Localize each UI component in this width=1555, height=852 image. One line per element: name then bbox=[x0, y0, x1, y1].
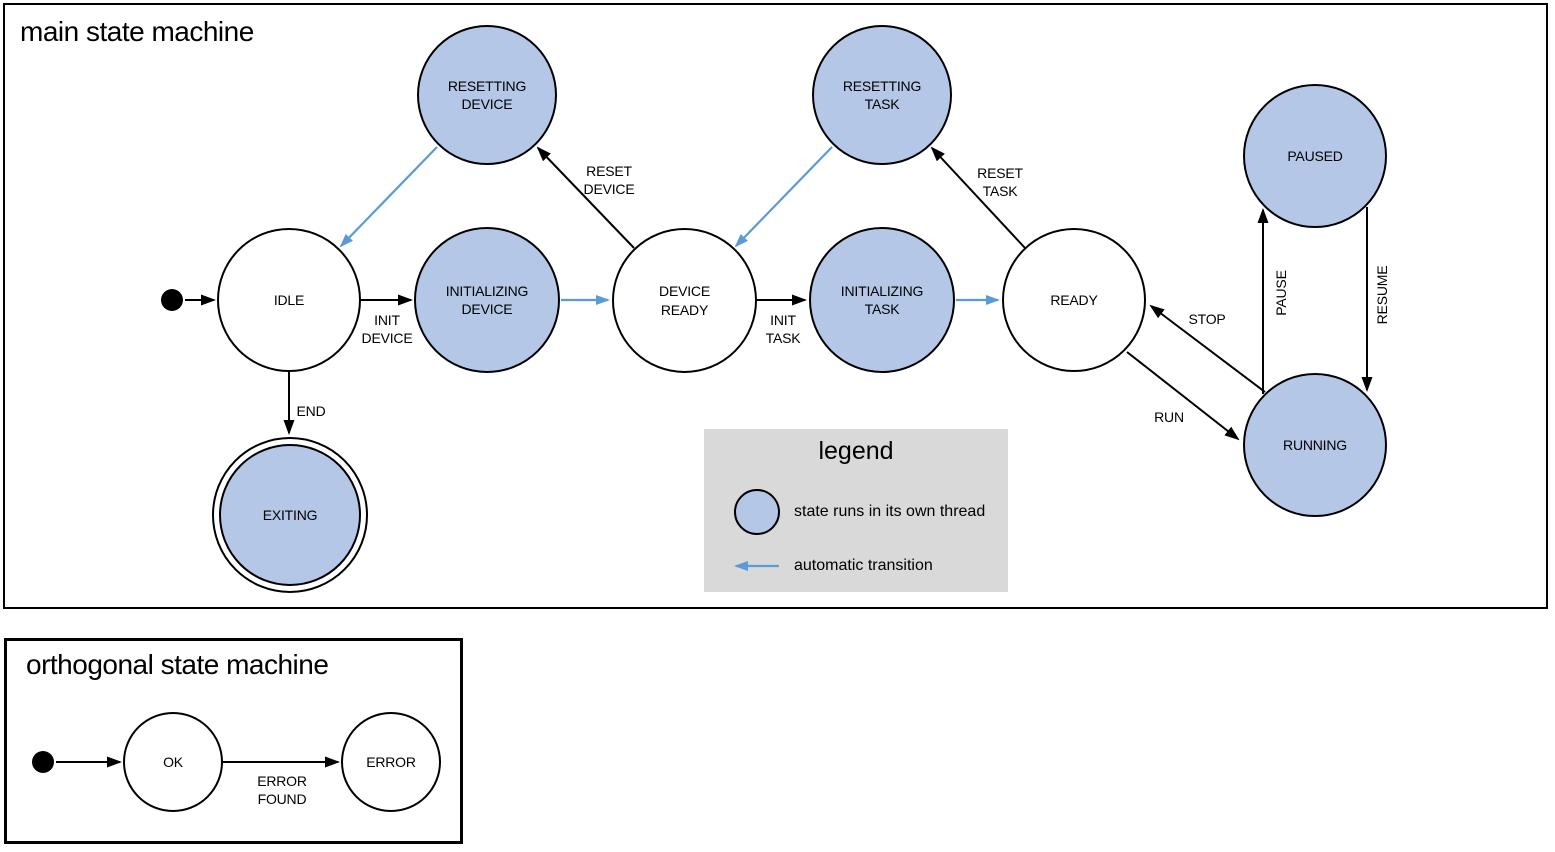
transition-label-resume: RESUME bbox=[1373, 265, 1390, 325]
transition-label-error-found: ERROR FOUND bbox=[257, 772, 307, 807]
transition-label-pause: PAUSE bbox=[1272, 270, 1289, 316]
transition-label-stop: STOP bbox=[1188, 310, 1226, 327]
state-ok-label: OK bbox=[163, 753, 183, 770]
state-ready: READY bbox=[1002, 228, 1146, 372]
state-resetting-task-label: RESETTING TASK bbox=[842, 77, 922, 112]
state-resetting-device: RESETTING DEVICE bbox=[417, 25, 557, 165]
state-initializing-task-label: INITIALIZING TASK bbox=[840, 282, 924, 317]
state-idle-label: IDLE bbox=[273, 291, 305, 308]
transition-label-run: RUN bbox=[1154, 408, 1184, 425]
state-running: RUNNING bbox=[1243, 373, 1387, 517]
state-exiting-label: EXITING bbox=[262, 507, 318, 523]
state-paused: PAUSED bbox=[1243, 84, 1387, 228]
threaded-state-swatch-icon bbox=[734, 489, 780, 535]
state-initializing-device-label: INITIALIZING DEVICE bbox=[445, 282, 529, 317]
state-device-ready: DEVICE READY bbox=[612, 228, 757, 373]
transition-label-init-device: INIT DEVICE bbox=[361, 311, 413, 346]
main-state-machine-title: main state machine bbox=[20, 16, 254, 47]
state-paused-label: PAUSED bbox=[1287, 147, 1343, 164]
state-error-label: ERROR bbox=[366, 753, 416, 770]
state-idle: IDLE bbox=[217, 228, 361, 372]
transition-label-reset-device: RESET DEVICE bbox=[583, 162, 635, 197]
legend-item-automatic-transition: automatic transition bbox=[794, 557, 933, 574]
state-device-ready-label: DEVICE READY bbox=[659, 283, 710, 318]
legend-item-threaded-state: state runs in its own thread bbox=[794, 503, 986, 520]
state-error: ERROR bbox=[341, 712, 441, 812]
state-ok: OK bbox=[123, 712, 223, 812]
state-resetting-task: RESETTING TASK bbox=[812, 25, 952, 165]
legend-box: legend state runs in its own thread auto… bbox=[704, 429, 1008, 592]
transition-label-reset-task: RESET TASK bbox=[977, 164, 1023, 199]
transition-label-init-task: INIT TASK bbox=[765, 311, 801, 346]
state-running-label: RUNNING bbox=[1283, 436, 1347, 453]
state-exiting-final: EXITING bbox=[212, 437, 368, 593]
initial-state-dot-main bbox=[161, 289, 183, 311]
initial-state-dot-orthogonal bbox=[32, 751, 54, 773]
state-resetting-device-label: RESETTING DEVICE bbox=[447, 77, 527, 112]
transition-label-end: END bbox=[296, 402, 326, 419]
state-initializing-task: INITIALIZING TASK bbox=[809, 227, 955, 373]
state-initializing-device: INITIALIZING DEVICE bbox=[414, 227, 560, 373]
orthogonal-state-machine-title: orthogonal state machine bbox=[26, 649, 329, 680]
state-exiting-inner-circle: EXITING bbox=[219, 444, 361, 586]
state-ready-label: READY bbox=[1050, 291, 1098, 308]
legend-title: legend bbox=[818, 437, 894, 465]
